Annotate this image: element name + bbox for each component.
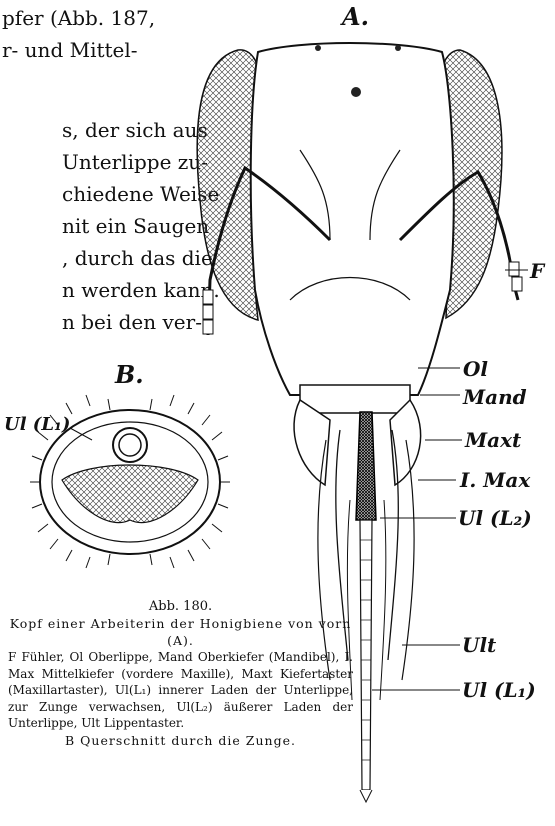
label-maxt: Maxt — [465, 428, 521, 452]
label-ult: Ult — [462, 633, 496, 657]
label-ul-l2: Ul (L₂) — [458, 506, 532, 530]
label-f: F — [530, 259, 544, 283]
figure-label-a: A. — [342, 2, 369, 31]
label-mand: Mand — [463, 385, 527, 409]
label-i-max: I. Max — [460, 468, 530, 492]
label-ol: Ol — [463, 357, 488, 381]
labrum — [300, 385, 410, 413]
tongue — [360, 520, 372, 790]
glossa-dark — [356, 412, 376, 520]
caption-sub-b: B Querschnitt durch die Zunge. — [8, 732, 353, 749]
label-b-ul-l1: Ul (L₁) — [4, 414, 70, 435]
figure-caption: Abb. 180. Kopf einer Arbeiterin der Honi… — [8, 598, 353, 749]
caption-legend: F Fühler, Ol Oberlippe, Mand Oberkiefer … — [8, 649, 353, 732]
caption-heading: Kopf einer Arbeiterin der Honigbiene von… — [8, 615, 353, 649]
caption-number: Abb. 180. — [8, 598, 353, 615]
figure-label-b: B. — [115, 360, 144, 389]
label-ul-l1: Ul (L₁) — [462, 678, 536, 702]
